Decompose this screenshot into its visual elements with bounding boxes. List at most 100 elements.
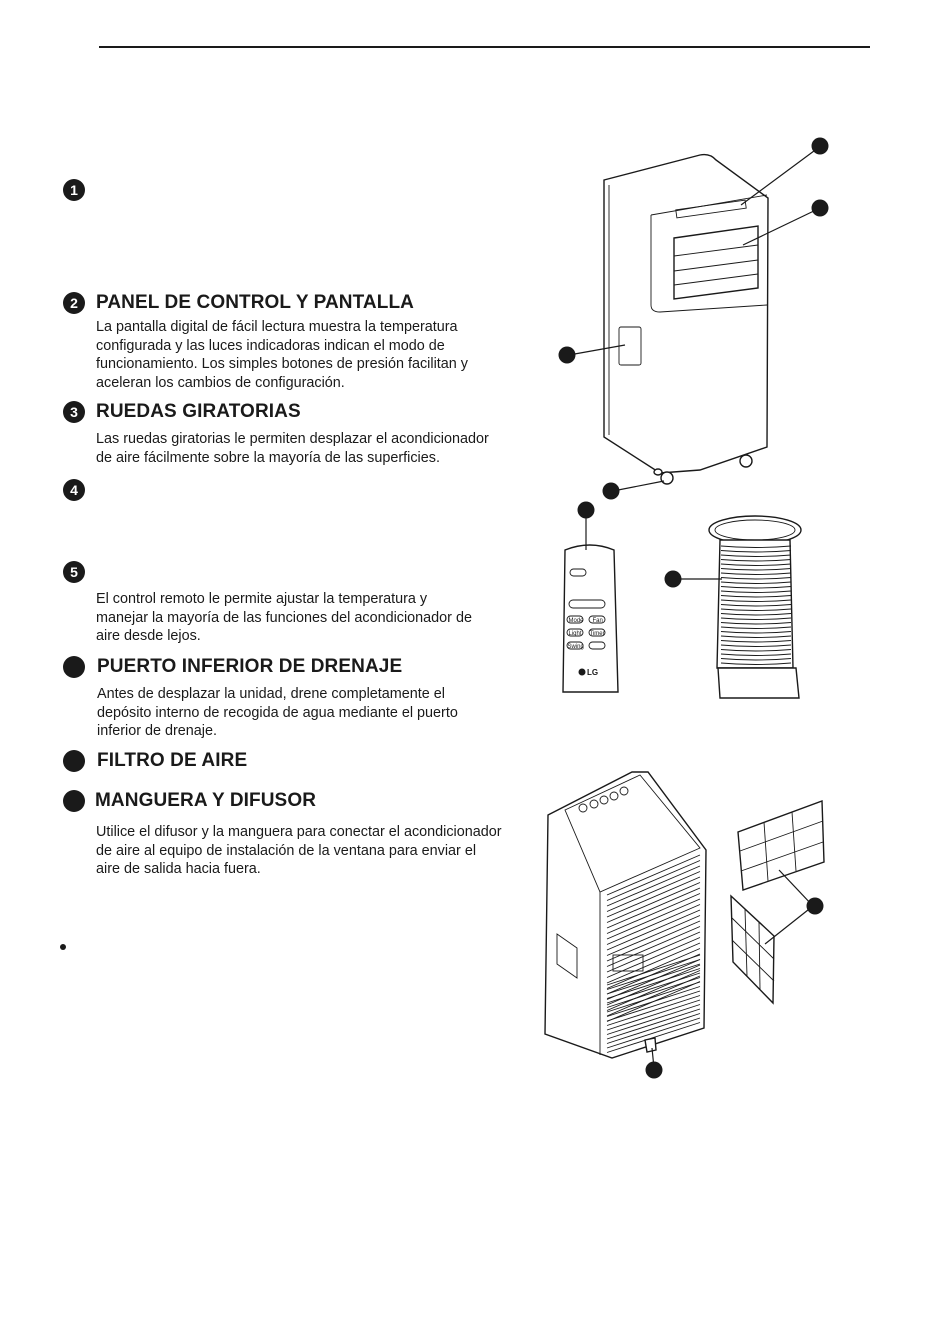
section-3-line: de aire fácilmente sobre la mayoría de l…: [96, 449, 440, 466]
callout-marker: [558, 346, 576, 364]
hose-rib: [720, 658, 792, 661]
grille-slat: [606, 981, 701, 1013]
hose-rib: [720, 608, 792, 611]
hose-rib: [720, 590, 792, 593]
lg-logo-icon: [578, 668, 586, 676]
hose-rib: [720, 559, 792, 562]
hose-rib: [720, 545, 792, 548]
section-1-badge: 1: [63, 179, 85, 201]
hose-rib: [720, 617, 792, 620]
remote-button-timer: Timer: [590, 631, 605, 637]
section-5-body: El control remoto le permite ajustar la …: [96, 590, 516, 646]
grille-slat: [606, 871, 701, 912]
callout-marker: [806, 897, 824, 915]
grille-slat: [606, 972, 701, 1004]
grille-slat: [606, 970, 701, 1011]
grille-slat: [606, 860, 701, 901]
grille-slat: [606, 953, 701, 995]
hose-rib: [720, 554, 792, 557]
ac-unit-rear-illustration: [544, 771, 707, 1059]
section-5-badge: 5: [63, 561, 85, 583]
grille-slat: [606, 995, 701, 1026]
grille-slat: [606, 1004, 701, 1035]
grille-slat: [606, 931, 701, 973]
hose-rib: [720, 568, 792, 571]
section-3-badge: 3: [63, 401, 85, 423]
section-2-heading: PANEL DE CONTROL Y PANTALLA: [96, 292, 414, 313]
remote-button-swing: Swing: [568, 644, 584, 650]
callout-marker: [645, 1061, 663, 1079]
callout-marker: [811, 199, 829, 217]
hose-rib: [720, 586, 792, 589]
grille-slat: [606, 854, 701, 896]
hose-rib: [720, 563, 792, 566]
hose-rib: [720, 653, 792, 656]
grille-slat: [606, 920, 701, 962]
ac-unit-front-illustration: [603, 153, 769, 485]
section-6-heading: PUERTO INFERIOR DE DRENAJE: [97, 656, 403, 677]
grille-slat: [606, 990, 701, 1022]
remote-brand-label: LG: [587, 668, 598, 677]
air-filter-illustration: [730, 800, 825, 1005]
grille-slat: [606, 977, 701, 1008]
hose-rib: [720, 604, 792, 607]
section-8-body: Utilice el difusor y la manguera para co…: [96, 823, 526, 879]
grille-slat: [606, 898, 701, 940]
hose-rib: [720, 550, 792, 553]
section-2-body: La pantalla digital de fácil lectura mue…: [96, 318, 516, 392]
hose-rib: [720, 644, 792, 647]
section-2-badge: 2: [63, 292, 85, 314]
grille-slat: [606, 959, 701, 1000]
section-6-line: Antes de desplazar la unidad, drene comp…: [97, 686, 445, 702]
section-7-heading: FILTRO DE AIRE: [97, 750, 248, 771]
list-bullet: [60, 944, 66, 950]
grille-slat: [606, 904, 701, 945]
remote-button-fan: Fan: [593, 618, 603, 624]
grille-slat: [606, 915, 701, 956]
section-8-line: aire de salida hacia fuera.: [96, 861, 261, 877]
section-6-badge: [63, 656, 85, 678]
grille-slat: [606, 942, 701, 984]
grille-slat: [606, 1013, 701, 1044]
section-3-line: Las ruedas giratorias le permiten despla…: [96, 431, 489, 447]
grille-slat: [606, 968, 701, 999]
hose-rib: [720, 662, 792, 665]
section-8-badge: [63, 790, 85, 812]
grille-slat: [606, 1008, 701, 1040]
hose-rib: [720, 613, 792, 616]
section-6-line: inferior de drenaje.: [97, 723, 217, 739]
grille-slat: [606, 959, 701, 990]
header-rule: [99, 46, 870, 48]
grille-slat: [606, 876, 701, 918]
callout-marker: [664, 570, 682, 588]
grille-slat: [606, 882, 701, 923]
hose-rib: [720, 631, 792, 634]
section-4-badge: 4: [63, 479, 85, 501]
section-8-line: de aire al equipo de instalación de la v…: [96, 842, 477, 859]
leader-line: [568, 344, 626, 356]
section-2-line: La pantalla digital de fácil lectura mue…: [96, 319, 458, 335]
hose-rib: [720, 577, 792, 580]
grille-slat: [606, 887, 701, 929]
grille-slat: [606, 948, 701, 989]
callout-marker: [811, 137, 829, 155]
hose-rib: [720, 595, 792, 598]
section-3-heading: RUEDAS GIRATORIAS: [96, 401, 301, 422]
remote-control-illustration: Mode Fan Light Timer Swing LG: [562, 544, 619, 693]
hose-rib: [720, 622, 792, 625]
section-5-line: El control remoto le permite ajustar la …: [96, 591, 428, 607]
section-2-line: funcionamiento. Los simples botones de p…: [96, 356, 468, 372]
hose-rib: [720, 626, 792, 629]
section-6-body: Antes de desplazar la unidad, drene comp…: [97, 685, 517, 741]
leader-line: [778, 869, 814, 907]
section-3-body: Las ruedas giratorias le permiten despla…: [96, 430, 516, 467]
hose-rib: [720, 599, 792, 602]
leader-line: [764, 905, 814, 945]
remote-button-mode: Mode: [569, 618, 585, 624]
grille-slat: [606, 926, 701, 967]
hose-rib: [720, 572, 792, 575]
grille-slat: [606, 1022, 701, 1053]
leader-line: [740, 147, 819, 206]
section-5-line: aire desde lejos.: [96, 628, 201, 644]
